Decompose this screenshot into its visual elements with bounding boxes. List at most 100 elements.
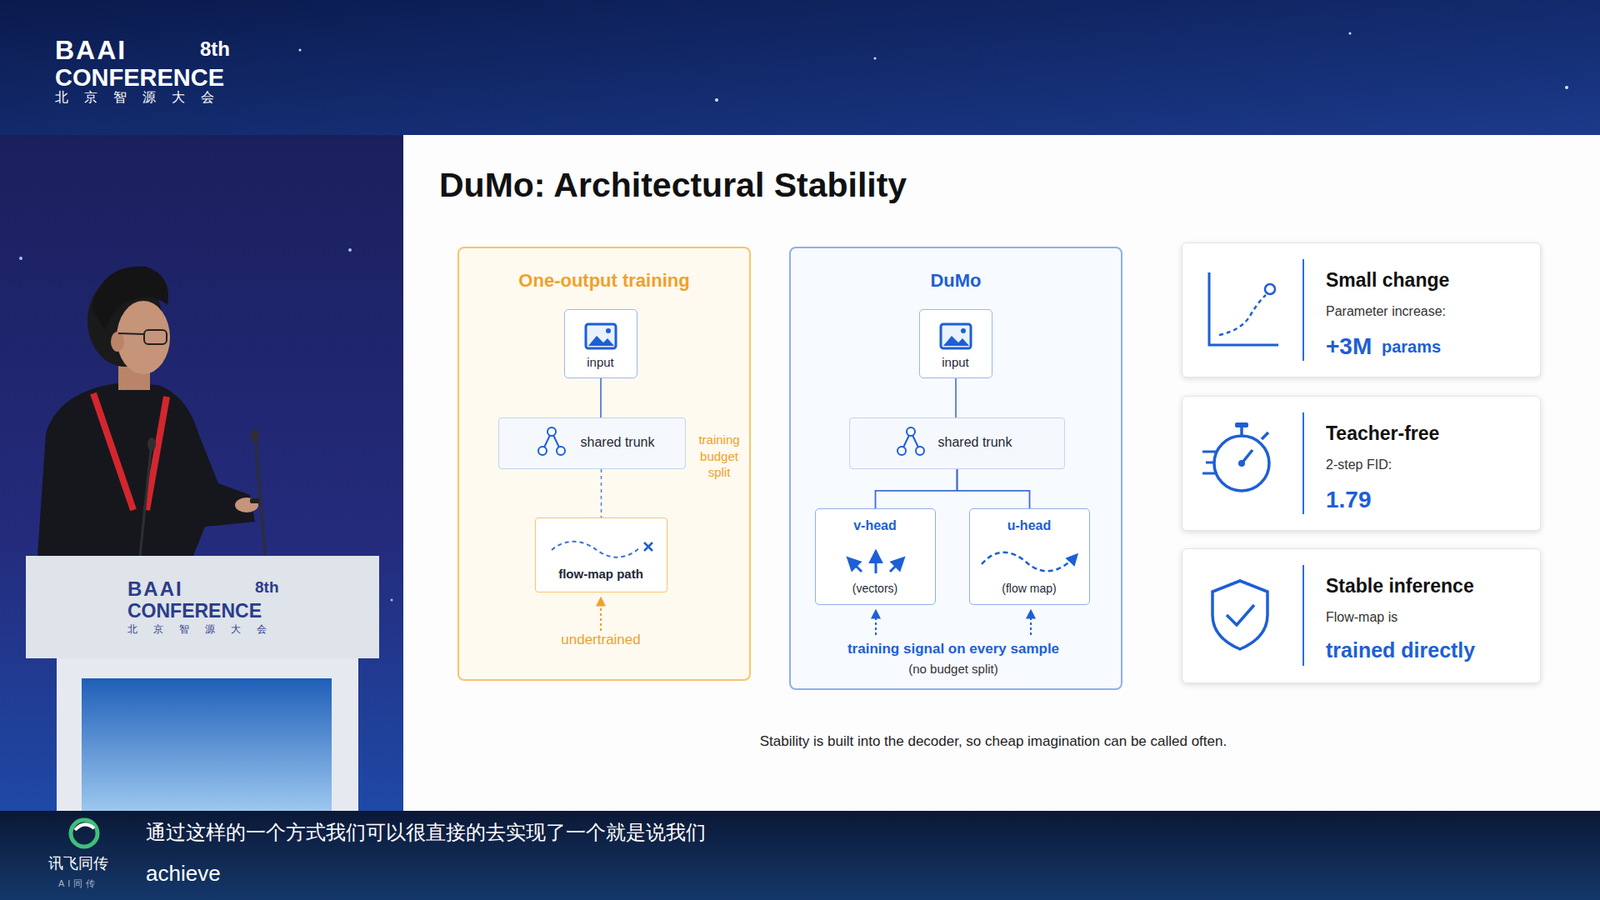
box-title: Small change (1325, 269, 1535, 291)
star (19, 256, 23, 260)
connector (955, 378, 957, 418)
subtitle-bar (0, 810, 1600, 900)
box-title: DuMo (790, 270, 1121, 291)
shield-check (1226, 605, 1255, 625)
subtitle-text: achieve (145, 861, 646, 887)
connector (600, 378, 602, 418)
subtitle-logo (75, 824, 95, 830)
image-icon-hill (588, 335, 615, 346)
slide (403, 135, 1600, 811)
podium-logo: BAAI (127, 577, 228, 601)
module-box: shared trunk (849, 417, 1065, 470)
head-box: v-head(vectors) (815, 508, 936, 605)
image-icon-sun (960, 328, 966, 334)
annotation: training budget split (692, 431, 746, 481)
logo-text: CONFERENCE (55, 64, 272, 92)
annotation: training signal on every sample (828, 640, 1079, 658)
chart-icon-axes (1209, 272, 1279, 345)
stopwatch-icon (1235, 422, 1249, 428)
star (1565, 85, 1569, 90)
star (299, 49, 302, 52)
leader-arrow (600, 598, 602, 631)
podium-logo: CONFERENCE (127, 600, 311, 622)
microphone (140, 450, 151, 556)
speaker-glasses (118, 333, 145, 335)
image-icon (940, 324, 971, 349)
box-title: u-head (970, 518, 1089, 534)
slide-title: DuMo: Architectural Stability (439, 165, 1273, 205)
shield-icon (1212, 580, 1268, 650)
card-divider (1302, 412, 1305, 515)
annotation: (no budget split) (828, 661, 1079, 676)
speaker-hair (91, 266, 169, 330)
box-title: input (565, 355, 636, 370)
lanyard (93, 393, 134, 510)
body-text: Parameter increase: (1325, 304, 1535, 320)
logo-text: BAAI (55, 35, 189, 66)
metric-card: Small changeParameter increase:+3Mparams (1181, 242, 1541, 378)
value-text: 1.79 (1325, 486, 1426, 514)
podium (56, 658, 359, 811)
network-icon-dot (556, 446, 565, 455)
network-icon-dot (915, 446, 925, 455)
value-text: +3M (1325, 333, 1385, 360)
subtitle-text: 通过这样的一个方式我们可以很直接的去实现了一个就是说我们 (145, 820, 1230, 845)
microphone (250, 429, 260, 443)
vector-arrow (875, 551, 878, 574)
input-box: input (564, 309, 638, 379)
chart-icon-curve (1219, 295, 1266, 335)
box-title: One-output training (459, 270, 750, 291)
connector (957, 469, 1030, 509)
star (390, 599, 394, 602)
image-icon-hill (943, 335, 970, 346)
podium-logo: 8th (255, 578, 297, 597)
value-text: trained directly (1325, 638, 1535, 663)
speaker-glasses (144, 330, 167, 345)
star (1349, 32, 1352, 35)
slide-caption: Stability is built into the decoder, so … (593, 733, 1394, 750)
microphone (147, 437, 156, 451)
box-title: shared trunk (923, 435, 1027, 450)
body-text: (vectors) (815, 581, 935, 595)
network-icon (897, 427, 925, 455)
stopwatch-icon (1241, 450, 1253, 464)
podium-panel (25, 555, 380, 659)
card-divider (1302, 259, 1305, 361)
body-text: Flow-map is (1325, 610, 1535, 625)
star (874, 57, 877, 60)
body-text: 2-step FID: (1325, 457, 1535, 473)
box-title: shared trunk (565, 435, 670, 450)
stopwatch-icon (1238, 460, 1245, 467)
microphone (255, 441, 265, 556)
vector-arrow (890, 558, 904, 572)
top-banner (0, 0, 1600, 135)
stopwatch-icon (1261, 432, 1269, 440)
flow-curve (551, 541, 640, 558)
image-icon-frame (585, 324, 616, 349)
module-box: shared trunk (498, 417, 686, 470)
vector-arrow (848, 558, 862, 572)
subtitle-brand: AI同传 (58, 878, 142, 890)
metric-card: Teacher-free2-step FID:1.79 (1181, 395, 1541, 531)
subtitle-brand: 讯飞同传 (48, 855, 140, 873)
speed-lines (1202, 451, 1218, 474)
box-title: flow-map path (535, 566, 666, 581)
speaker-face (116, 300, 170, 375)
panel-box: One-output training input shared trunk flow… (457, 246, 751, 681)
network-icon-dot (547, 427, 556, 436)
logo-text: 北京智源大会 (55, 90, 272, 105)
podium-screen (81, 678, 332, 811)
panel-box: DuMo input shared trunk v-head(vectors) u-he… (789, 246, 1123, 690)
network-icon (538, 427, 565, 455)
image-icon-sun (605, 328, 611, 334)
connector (875, 469, 958, 509)
box-title: input (920, 355, 991, 370)
metric-card: Stable inferenceFlow-map istrained direc… (1181, 548, 1541, 684)
output-box: flow-map path (535, 517, 668, 593)
connector (600, 469, 603, 518)
network-icon-link (542, 431, 561, 451)
flow-curve (981, 552, 1077, 571)
star (715, 98, 719, 102)
leader-arrow (1030, 610, 1032, 635)
